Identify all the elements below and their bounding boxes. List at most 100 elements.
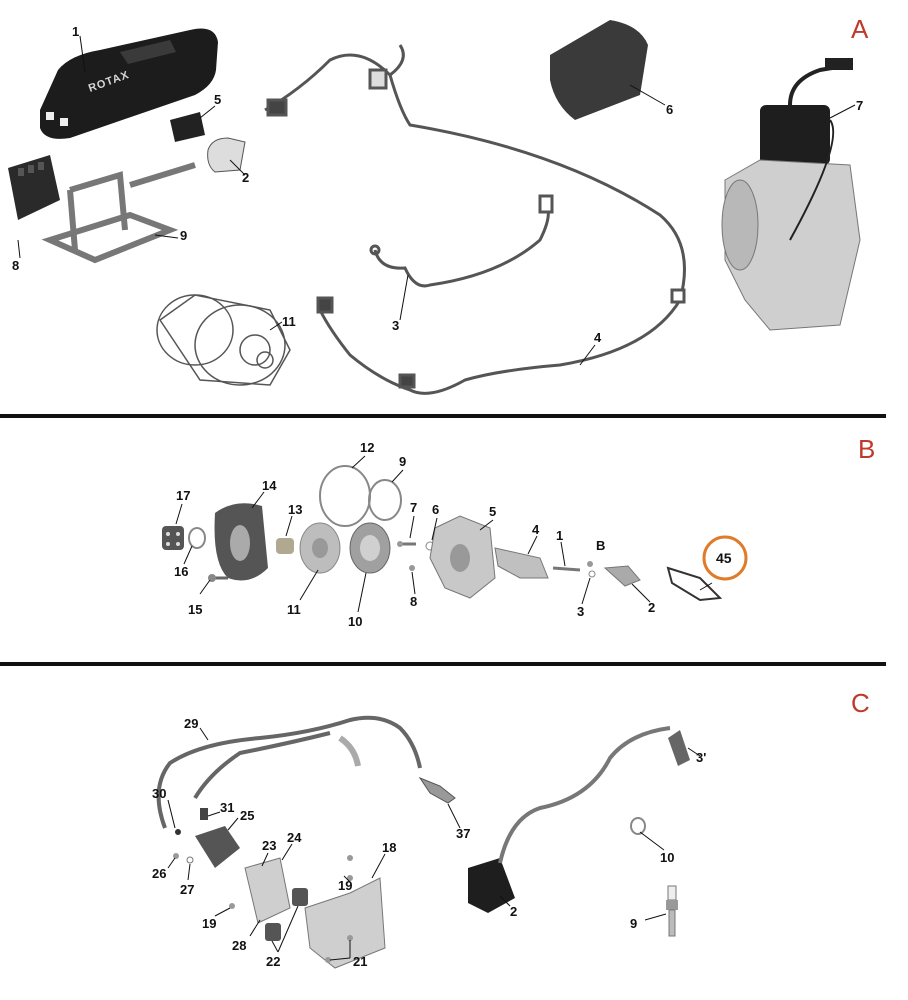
part-relay [207, 137, 246, 173]
callout-a-9: 9 [180, 228, 187, 243]
callout-b-10: 10 [348, 614, 362, 629]
part-b-11 [299, 522, 341, 574]
callout-c-25: 25 [240, 808, 254, 823]
part-b-1 [552, 566, 581, 572]
part-b-7 [397, 541, 416, 547]
part-cover-6 [550, 20, 648, 120]
part-c-26 [173, 853, 179, 859]
callout-c-28: 28 [232, 938, 246, 953]
callout-b-11: 11 [287, 602, 301, 617]
part-b-5 [429, 515, 496, 599]
part-c-10 [630, 817, 646, 835]
part-c-31 [200, 808, 208, 820]
callout-b-2: 2 [648, 600, 655, 615]
callout-c-23: 23 [262, 838, 276, 853]
part-b-8 [409, 565, 415, 571]
callout-a-2: 2 [242, 170, 249, 185]
part-c-3 [668, 730, 690, 766]
part-c-3-lead [498, 726, 671, 864]
divider-b-c [0, 662, 886, 666]
callout-b-3: 3 [577, 604, 584, 619]
part-b-14 [214, 503, 268, 581]
callout-b-14: 14 [262, 478, 277, 493]
part-c-23 [244, 857, 291, 924]
callout-c-21-left: 19 [202, 916, 216, 931]
part-c-21c [347, 935, 353, 941]
part-b-9 [368, 479, 402, 521]
highlight-label-45: 45 [716, 550, 732, 566]
callout-b-12: 12 [360, 440, 374, 455]
part-b-4 [494, 547, 549, 579]
section-c-letter: C [851, 688, 870, 718]
divider-a-b [0, 414, 886, 418]
callout-a-8: 8 [12, 258, 19, 273]
callout-c-31: 31 [220, 800, 234, 815]
part-b-16 [188, 527, 206, 549]
part-c-19b [347, 875, 353, 881]
part-b-15 [208, 574, 228, 582]
part-c-22a [265, 923, 281, 941]
part-switch [170, 112, 205, 142]
callout-b-4: 4 [532, 522, 540, 537]
part-b-B [587, 561, 593, 567]
callout-c-19: 19 [338, 878, 352, 893]
callout-c-29: 29 [184, 716, 198, 731]
callout-b-13: 13 [288, 502, 302, 517]
part-battery-bracket [41, 162, 196, 264]
section-b-letter: B [858, 434, 876, 464]
section-c-panel: C [0, 668, 908, 1000]
section-c-diagram: 29 30 31 25 26 27 19 23 24 28 22 19 18 2… [152, 715, 706, 969]
section-b-panel: B [0, 418, 908, 664]
callout-a-11: 11 [282, 314, 296, 329]
callout-c-3: 3' [696, 750, 706, 765]
part-starter [156, 294, 291, 386]
callout-b-7: 7 [410, 500, 417, 515]
callout-c-26: 26 [152, 866, 166, 881]
section-a-panel: A ROTAX [0, 0, 908, 414]
part-c-27 [186, 856, 194, 864]
callout-a-6: 6 [666, 102, 673, 117]
part-harness-4 [264, 44, 686, 395]
part-battery [8, 155, 60, 220]
callout-b-8: 8 [410, 594, 417, 609]
part-b-13 [276, 538, 294, 554]
callout-c-9: 9 [630, 916, 637, 931]
part-c-2 [468, 858, 515, 913]
part-c-21b [325, 957, 331, 963]
part-b-12 [319, 465, 371, 527]
part-c-37 [418, 776, 456, 804]
callout-b-9: 9 [399, 454, 406, 469]
callout-b-1: 1 [556, 528, 563, 543]
callout-a-5: 5 [214, 92, 221, 107]
callout-a-3: 3 [392, 318, 399, 333]
callout-c-30: 30 [152, 786, 166, 801]
callout-a-1: 1 [72, 24, 79, 39]
callout-c-21-right: 21 [353, 954, 367, 969]
callout-c-37: 37 [456, 826, 470, 841]
callout-a-4: 4 [594, 330, 602, 345]
callout-c-18: 18 [382, 840, 396, 855]
callout-b-16: 16 [174, 564, 188, 579]
part-harness-3 [369, 194, 554, 288]
part-c-9 [666, 885, 678, 937]
part-c-18 [304, 877, 386, 969]
part-c-25 [195, 826, 240, 868]
section-a-letter: A [851, 14, 869, 44]
part-b-3 [588, 570, 596, 578]
highlight-circle [702, 535, 748, 581]
part-c-29 [156, 715, 422, 829]
callout-b-6: 6 [432, 502, 439, 517]
part-b-45 [666, 566, 723, 602]
part-battery-cover: ROTAX [40, 28, 218, 139]
callout-c-2: 2 [510, 904, 517, 919]
callout-b-15: 15 [188, 602, 202, 617]
section-a-diagram: ROTAX [8, 20, 863, 395]
callout-c-27: 27 [180, 882, 194, 897]
part-c-19a [347, 855, 353, 861]
callout-b-5: 5 [489, 504, 496, 519]
callout-b-17: 17 [176, 488, 190, 503]
callout-b-B: B [596, 538, 605, 553]
part-c-30 [175, 829, 181, 835]
part-b-10 [349, 522, 391, 574]
part-c-22b [292, 888, 308, 906]
